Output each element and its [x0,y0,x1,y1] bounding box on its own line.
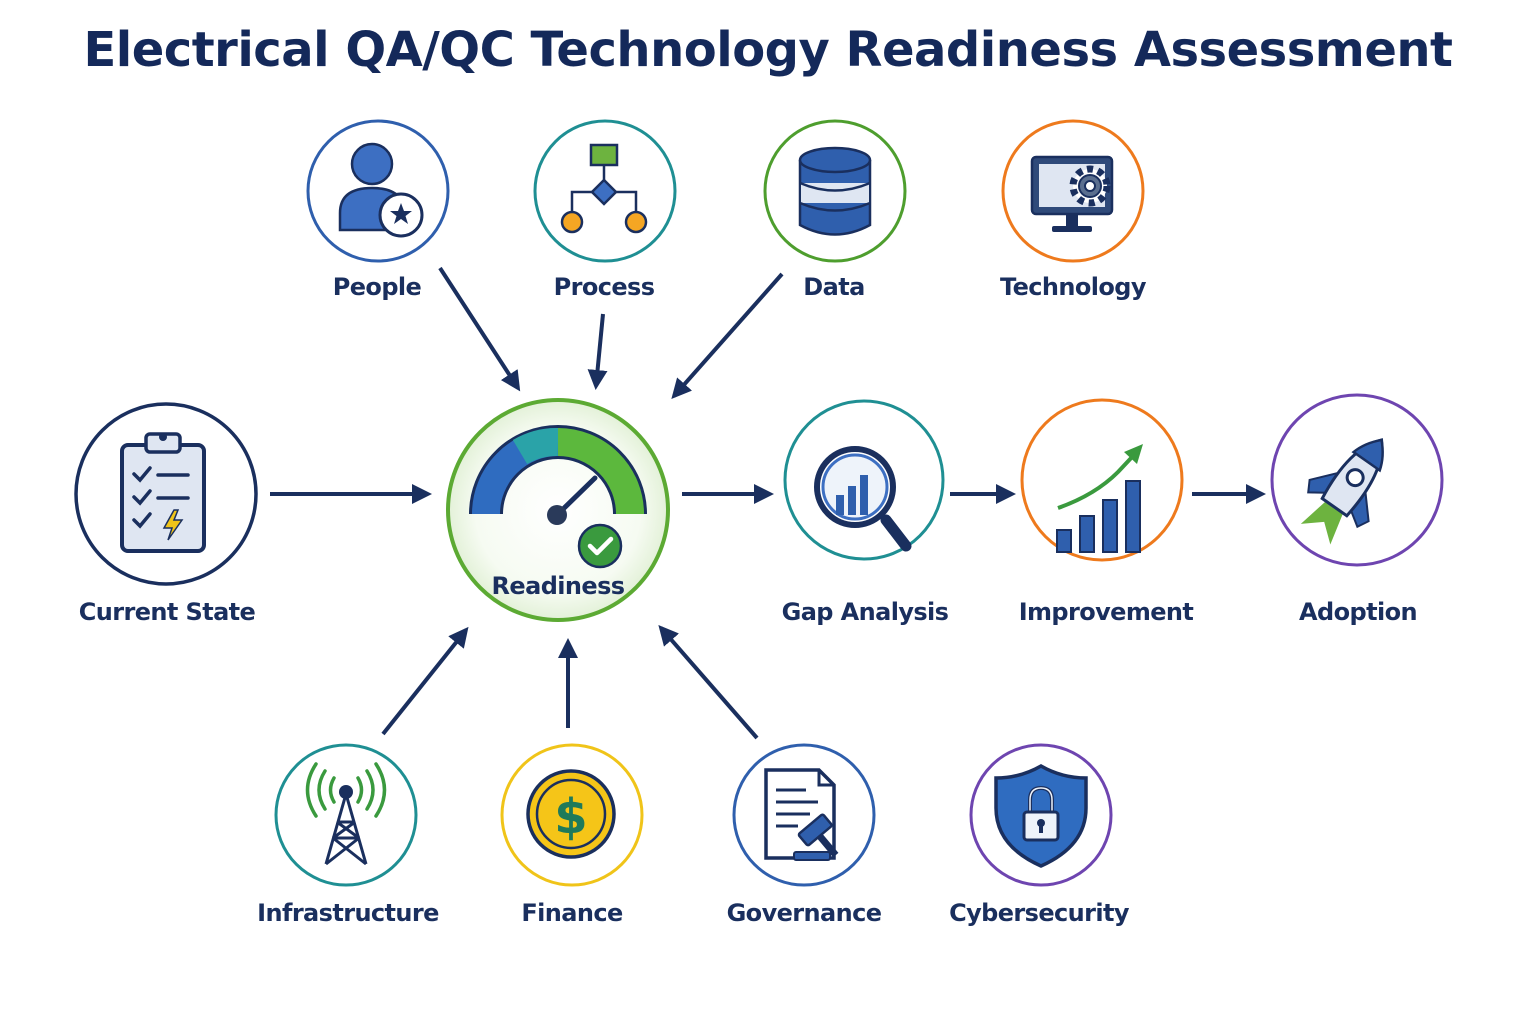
label-technology: Technology [1000,273,1146,301]
label-data: Data [803,273,865,301]
arrow-process-to-readiness [587,313,608,390]
label-readiness: Readiness [491,572,626,600]
label-infrastructure: Infrastructure [257,899,439,927]
arrow-governance-to-readiness [658,624,759,740]
label-gap-analysis: Gap Analysis [781,598,949,626]
monitor-gear-icon [1030,155,1114,232]
label-people: People [332,273,422,301]
node-process [533,119,677,263]
label-current-state: Current State [78,598,256,626]
svg-text:$: $ [554,789,587,845]
node-infrastructure [274,743,418,887]
node-improvement [1020,398,1184,562]
arrow-data-to-readiness [671,272,784,399]
node-people [306,119,450,263]
gauge-check-icon [469,425,647,569]
database-icon [798,146,872,236]
arrow-people-to-readiness [438,266,521,392]
growth-chart-icon [1056,444,1143,553]
clipboard-checklist-icon [120,432,206,553]
node-technology [1001,119,1145,263]
label-improvement: Improvement [1018,598,1194,626]
node-cybersecurity [969,743,1113,887]
label-adoption: Adoption [1299,598,1418,626]
label-finance: Finance [521,899,623,927]
node-current-state [74,402,258,586]
node-governance [732,743,876,887]
shield-lock-icon [994,763,1088,868]
rocket-icon [1300,438,1384,545]
node-readiness [446,398,670,622]
node-finance: $ [500,743,644,887]
document-gavel-icon [764,768,839,861]
flowchart-icon [560,143,648,234]
node-gap-analysis [783,399,945,561]
dollar-coin-icon: $ [526,769,616,859]
node-adoption [1270,393,1444,567]
page-title: Electrical QA/QC Technology Readiness As… [83,22,1453,78]
node-data [763,119,907,263]
label-governance: Governance [726,899,882,927]
magnifier-chart-icon [814,446,912,552]
label-cybersecurity: Cybersecurity [949,899,1129,927]
arrow-infrastructure-to-readiness [381,626,469,736]
person-star-icon [338,142,424,238]
label-process: Process [553,273,655,301]
radio-tower-icon [305,762,387,866]
